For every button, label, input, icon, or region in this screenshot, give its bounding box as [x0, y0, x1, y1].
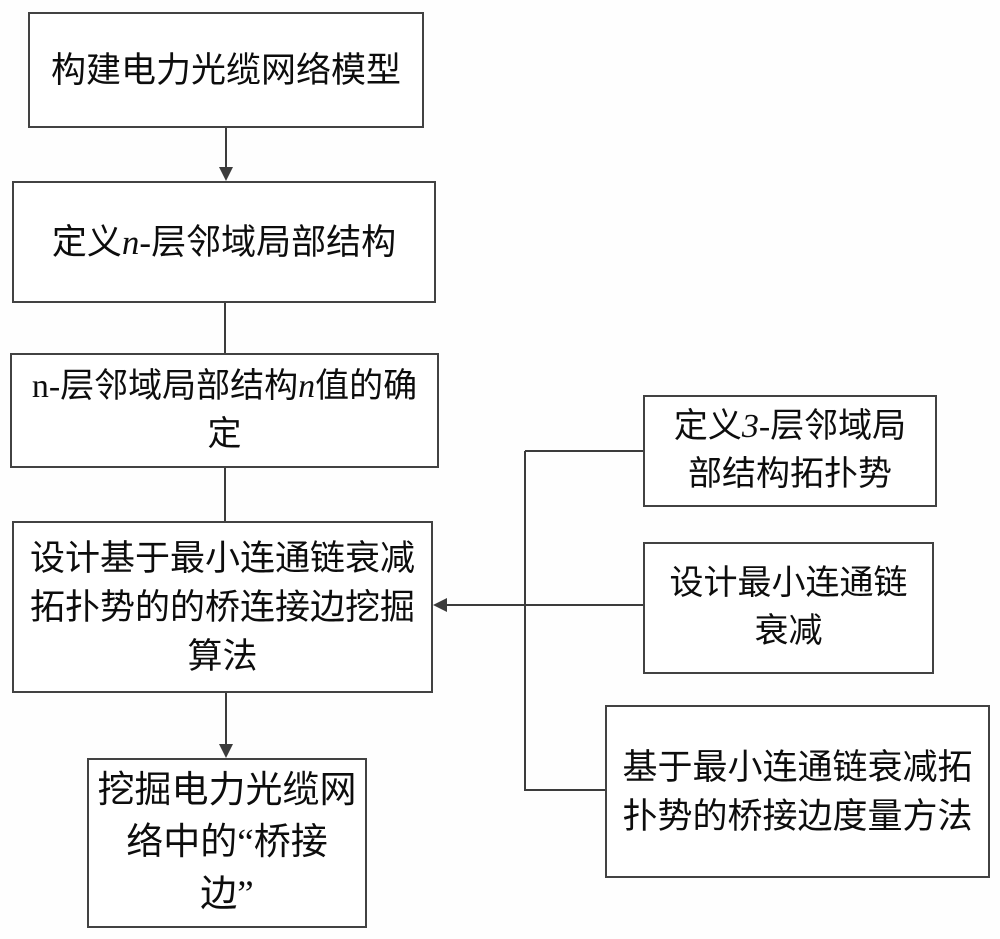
- arrowhead-into-box4: [433, 598, 447, 612]
- flow-box-determine-n-value: n-层邻域局部结构n值的确定: [10, 353, 439, 468]
- flow-box-define-3-layer-topology-potential-label: 定义3-层邻域局部结构拓扑势: [673, 408, 907, 493]
- flow-box-design-min-connected-chain-attenuation-label: 设计最小连通链衰减: [669, 565, 908, 650]
- flow-box-design-min-connected-chain-attenuation: 设计最小连通链衰减: [643, 542, 934, 674]
- connector-line-box2-box3: [224, 303, 226, 353]
- flow-box-define-n-layer-structure: 定义n-层邻域局部结构: [12, 181, 436, 303]
- flow-box-bridge-edge-measurement-method-label: 基于最小连通链衰减拓扑势的桥接边度量方法: [622, 747, 973, 836]
- flow-box-design-bridge-edge-mining-algorithm-label: 设计基于最小连通链衰减拓扑势的的桥连接边挖掘算法: [29, 538, 415, 676]
- connector-line-spine-to-right-box3: [525, 789, 605, 791]
- arrowhead-into-box2: [219, 167, 233, 181]
- flow-box-mine-bridge-edges: 挖掘电力光缆网络中的“桥接边”: [87, 758, 367, 928]
- flow-box-design-bridge-edge-mining-algorithm: 设计基于最小连通链衰减拓扑势的的桥连接边挖掘算法: [12, 521, 433, 693]
- connector-line-box3-box4: [224, 468, 226, 521]
- flow-box-define-n-layer-structure-label: 定义n-层邻域局部结构: [51, 222, 397, 262]
- connector-line-right-box2-to-box4: [447, 604, 643, 606]
- flow-box-build-network-model: 构建电力光缆网络模型: [28, 12, 424, 128]
- connector-spine-right-column: [524, 451, 526, 791]
- flow-box-build-network-model-label: 构建电力光缆网络模型: [50, 50, 401, 90]
- flow-box-define-3-layer-topology-potential: 定义3-层邻域局部结构拓扑势: [643, 395, 937, 507]
- arrowhead-into-box5: [219, 744, 233, 758]
- flow-box-bridge-edge-measurement-method: 基于最小连通链衰减拓扑势的桥接边度量方法: [605, 705, 990, 878]
- connector-line-box1-box2: [225, 128, 227, 168]
- connector-line-spine-to-right-box1: [525, 450, 643, 452]
- flow-box-determine-n-value-label: n-层邻域局部结构n值的确定: [31, 367, 418, 453]
- connector-line-box4-box5: [225, 693, 227, 745]
- flow-box-mine-bridge-edges-label: 挖掘电力光缆网络中的“桥接边”: [97, 770, 357, 915]
